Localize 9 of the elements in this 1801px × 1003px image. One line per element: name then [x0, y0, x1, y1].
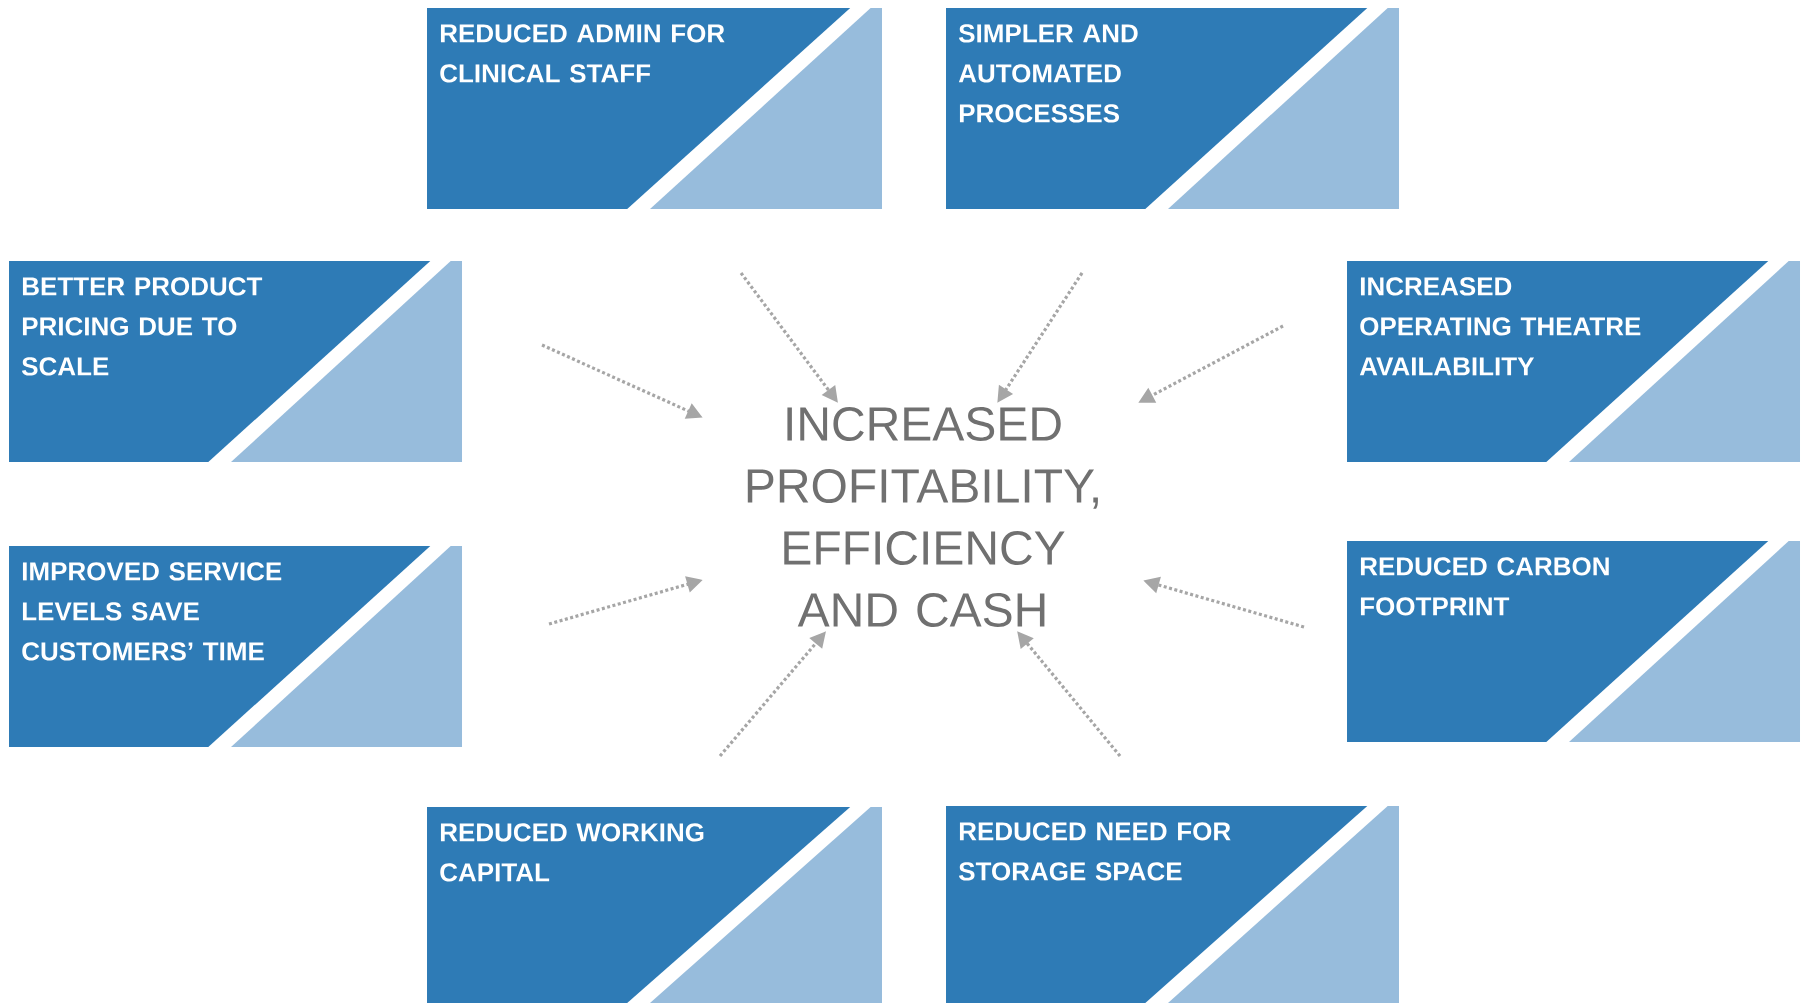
benefit-box: REDUCED WORKING CAPITAL	[427, 807, 882, 1003]
benefit-box: IMPROVED SERVICE LEVELS SAVE CUSTOMERS’ TIME	[9, 546, 462, 747]
benefit-box: REDUCED ADMIN FOR CLINICAL STAFF	[427, 8, 882, 209]
benefit-box: BETTER PRODUCT PRICING DUE TO SCALE	[9, 261, 462, 462]
benefit-box: SIMPLER AND AUTOMATED PROCESSES	[946, 8, 1399, 209]
benefit-box: REDUCED NEED FOR STORAGE SPACE	[946, 806, 1399, 1003]
central-heading: INCREASED PROFITABILITY, EFFICIENCY AND CASH	[747, 407, 1098, 627]
benefit-box: REDUCED CARBON FOOTPRINT	[1347, 541, 1800, 742]
benefit-box: INCREASED OPERATING THEATRE AVAILABILITY	[1347, 261, 1800, 462]
